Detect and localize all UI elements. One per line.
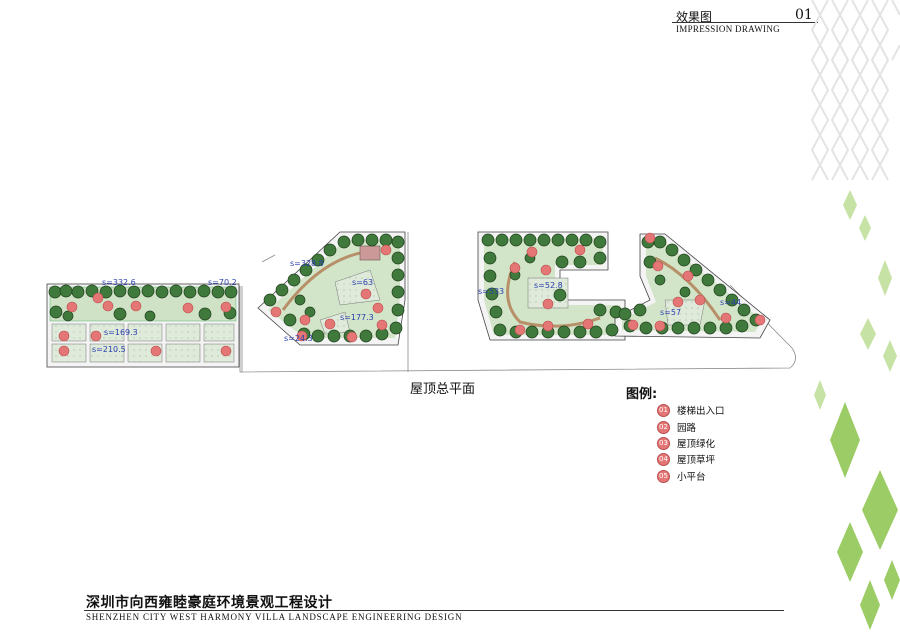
area-label: s=57 bbox=[660, 308, 682, 317]
area-label: s=169.3 bbox=[104, 328, 138, 337]
page-number: 01 bbox=[795, 7, 813, 23]
footer-title-cn: 深圳市向西雍睦豪庭环境景观工程设计 bbox=[86, 595, 333, 611]
plan-title: 屋顶总平面 bbox=[410, 382, 476, 397]
decorative-lattice bbox=[810, 0, 900, 630]
area-label: s=52.8 bbox=[534, 281, 563, 290]
legend-label: 园路 bbox=[677, 423, 697, 434]
legend-label: 屋顶绿化 bbox=[677, 439, 716, 450]
area-label: s=533 bbox=[478, 287, 505, 296]
area-label: s=210.5 bbox=[92, 345, 126, 354]
area-labels: s=332.6 s=70.2 s=169.3 s=210.5 s=328.8 s… bbox=[92, 259, 742, 354]
area-label: s=24.3 bbox=[284, 334, 313, 343]
legend-item: 02 园路 bbox=[657, 420, 696, 434]
trees bbox=[48, 233, 763, 343]
legend-item: 03 屋顶绿化 bbox=[657, 436, 715, 450]
legend-marker-icon: 02 bbox=[657, 420, 670, 434]
legend-marker-icon: 03 bbox=[657, 436, 670, 450]
roof-plan-drawing bbox=[46, 231, 796, 373]
header-title-cn: 效果图 bbox=[676, 10, 713, 24]
legend-item: 05 小平台 bbox=[657, 469, 706, 483]
legend-label: 楼梯出入口 bbox=[677, 406, 725, 417]
header-rule bbox=[672, 22, 818, 23]
legend-label: 小平台 bbox=[677, 472, 706, 483]
area-label: s=328.8 bbox=[290, 259, 324, 268]
legend-marker-icon: 01 bbox=[657, 403, 670, 417]
area-label: s=332.6 bbox=[102, 278, 136, 287]
footer-rule bbox=[84, 610, 784, 611]
site-outline bbox=[239, 232, 796, 373]
legend-title: 图例: bbox=[626, 387, 658, 402]
footer-title-en: SHENZHEN CITY WEST HARMONY VILLA LANDSCA… bbox=[86, 612, 463, 622]
area-label: s=63 bbox=[352, 278, 374, 287]
legend-item: 04 屋顶草坪 bbox=[657, 452, 715, 466]
legend-marker-icon: 04 bbox=[657, 452, 670, 466]
plan-markers bbox=[58, 232, 766, 357]
area-label: s=70.2 bbox=[208, 278, 237, 287]
area-label: s=177.3 bbox=[340, 313, 374, 322]
header-title-en: IMPRESSION DRAWING bbox=[676, 24, 780, 34]
legend-marker-icon: 05 bbox=[657, 469, 670, 483]
legend-item: 01 楼梯出入口 bbox=[657, 403, 725, 417]
area-label: s=44 bbox=[720, 298, 742, 307]
legend-label: 屋顶草坪 bbox=[677, 455, 716, 466]
